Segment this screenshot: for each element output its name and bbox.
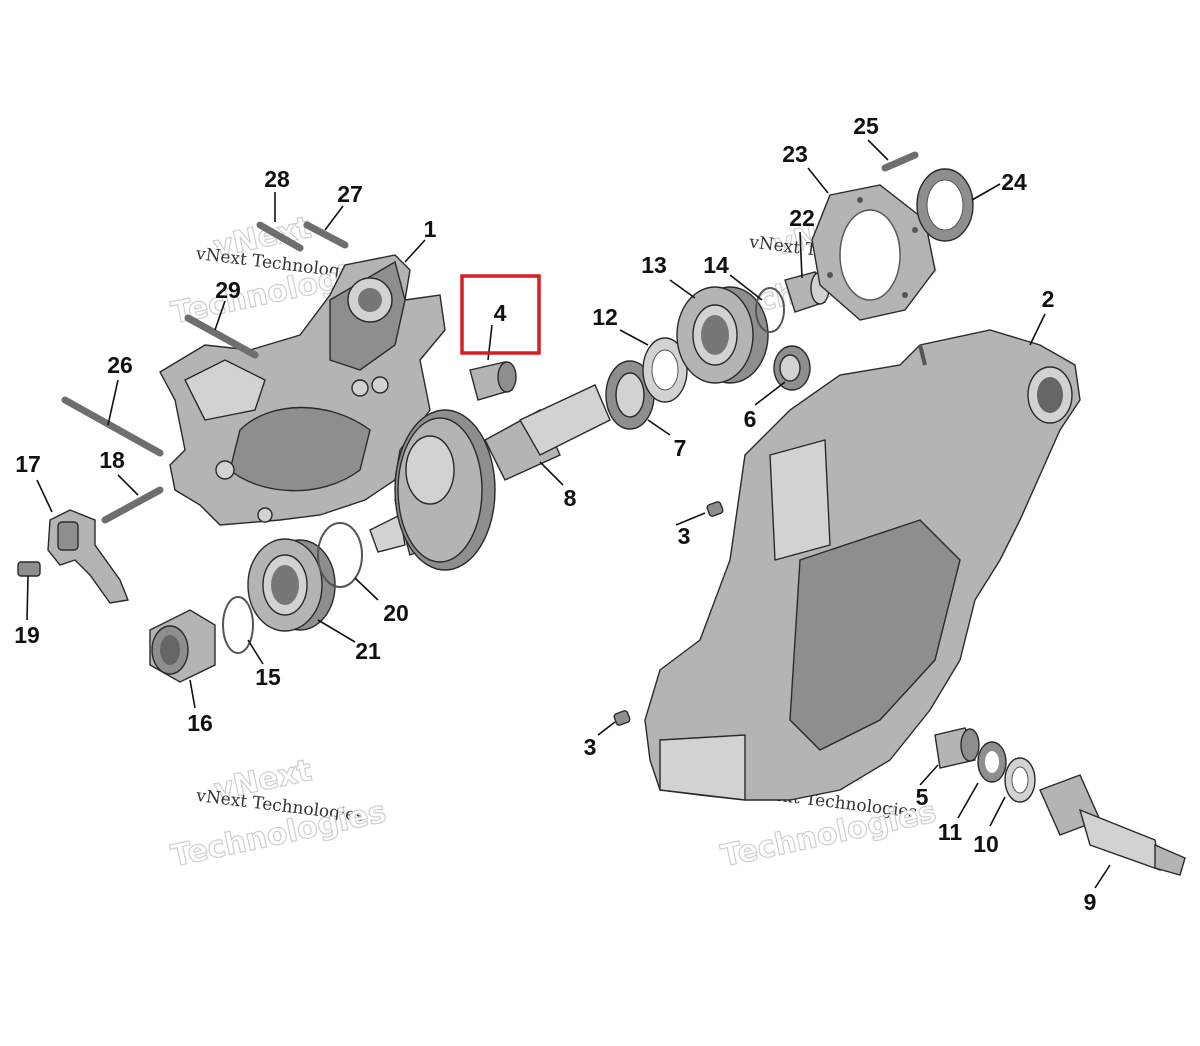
bolt-part-27 [303, 221, 349, 249]
circlip-part-14 [755, 287, 785, 333]
bearing-part-13 [676, 286, 769, 384]
seal-part-7 [605, 360, 655, 430]
callout-29[interactable]: 29 [215, 277, 241, 303]
seal-part-24 [916, 168, 974, 242]
washer-part-12 [642, 337, 688, 403]
bushing-part-4 [469, 361, 517, 401]
crankcase-left-part [159, 254, 446, 526]
ring-part-20 [317, 522, 363, 588]
callout-14[interactable]: 14 [703, 252, 729, 278]
pinion-shaft-part-9 [1039, 774, 1186, 876]
callout-3-lower[interactable]: 3 [584, 734, 597, 760]
callout-18[interactable]: 18 [99, 447, 125, 473]
callout-22[interactable]: 22 [789, 205, 815, 231]
callout-7[interactable]: 7 [674, 435, 687, 461]
long-bolt-part-26 [61, 396, 164, 457]
callout-13[interactable]: 13 [641, 252, 667, 278]
callout-27[interactable]: 27 [337, 181, 363, 207]
callout-25[interactable]: 25 [853, 113, 879, 139]
callout-3-upper[interactable]: 3 [678, 523, 691, 549]
callout-8[interactable]: 8 [564, 485, 577, 511]
washer-part-10 [1004, 757, 1036, 803]
leader-lines [26, 139, 1111, 889]
callout-17[interactable]: 17 [15, 451, 41, 477]
bolt-part-28 [256, 221, 304, 252]
callout-28[interactable]: 28 [264, 166, 290, 192]
callout-16[interactable]: 16 [187, 710, 213, 736]
shift-fork-part-17 [47, 509, 129, 604]
bearing-part-21 [247, 538, 336, 632]
bushing-part-5 [934, 727, 980, 769]
cover-plate-part-23 [811, 184, 936, 321]
callout-10[interactable]: 10 [973, 831, 999, 857]
dowel-part-3-upper [706, 501, 724, 517]
callout-19[interactable]: 19 [14, 622, 40, 648]
small-bolt-part-19 [17, 561, 41, 577]
bolt-part-25 [881, 151, 919, 172]
watermark-left-bottom: vNext vNext Technologies Technologies [167, 753, 389, 875]
callout-12[interactable]: 12 [592, 304, 618, 330]
callout-11[interactable]: 11 [938, 819, 963, 845]
crankcase-right-part [644, 329, 1081, 801]
callout-2[interactable]: 2 [1042, 286, 1055, 312]
callout-6[interactable]: 6 [744, 406, 757, 432]
washer-part-11 [977, 741, 1007, 783]
callout-15[interactable]: 15 [255, 664, 281, 690]
callout-24[interactable]: 24 [1001, 169, 1027, 195]
splined-hub-part-16 [149, 609, 216, 683]
callout-1[interactable]: 1 [424, 216, 437, 242]
callout-23[interactable]: 23 [782, 141, 808, 167]
callout-4[interactable]: 4 [494, 300, 507, 326]
o-ring-part-15 [222, 596, 254, 654]
bushing-part-22 [784, 271, 830, 313]
callout-21[interactable]: 21 [355, 638, 381, 664]
callout-9[interactable]: 9 [1084, 889, 1097, 915]
callout-labels: 1 2 3 3 4 5 6 7 8 9 10 11 12 13 14 15 16… [14, 113, 1096, 915]
pin-part-18 [101, 486, 164, 524]
callout-5[interactable]: 5 [916, 784, 929, 810]
callout-20[interactable]: 20 [383, 600, 409, 626]
highlight-box-callout-4 [460, 274, 541, 355]
callout-26[interactable]: 26 [107, 352, 133, 378]
bearing-part-6 [773, 345, 811, 391]
bolt-part-29 [184, 314, 259, 359]
dowel-part-3-lower [613, 710, 631, 726]
